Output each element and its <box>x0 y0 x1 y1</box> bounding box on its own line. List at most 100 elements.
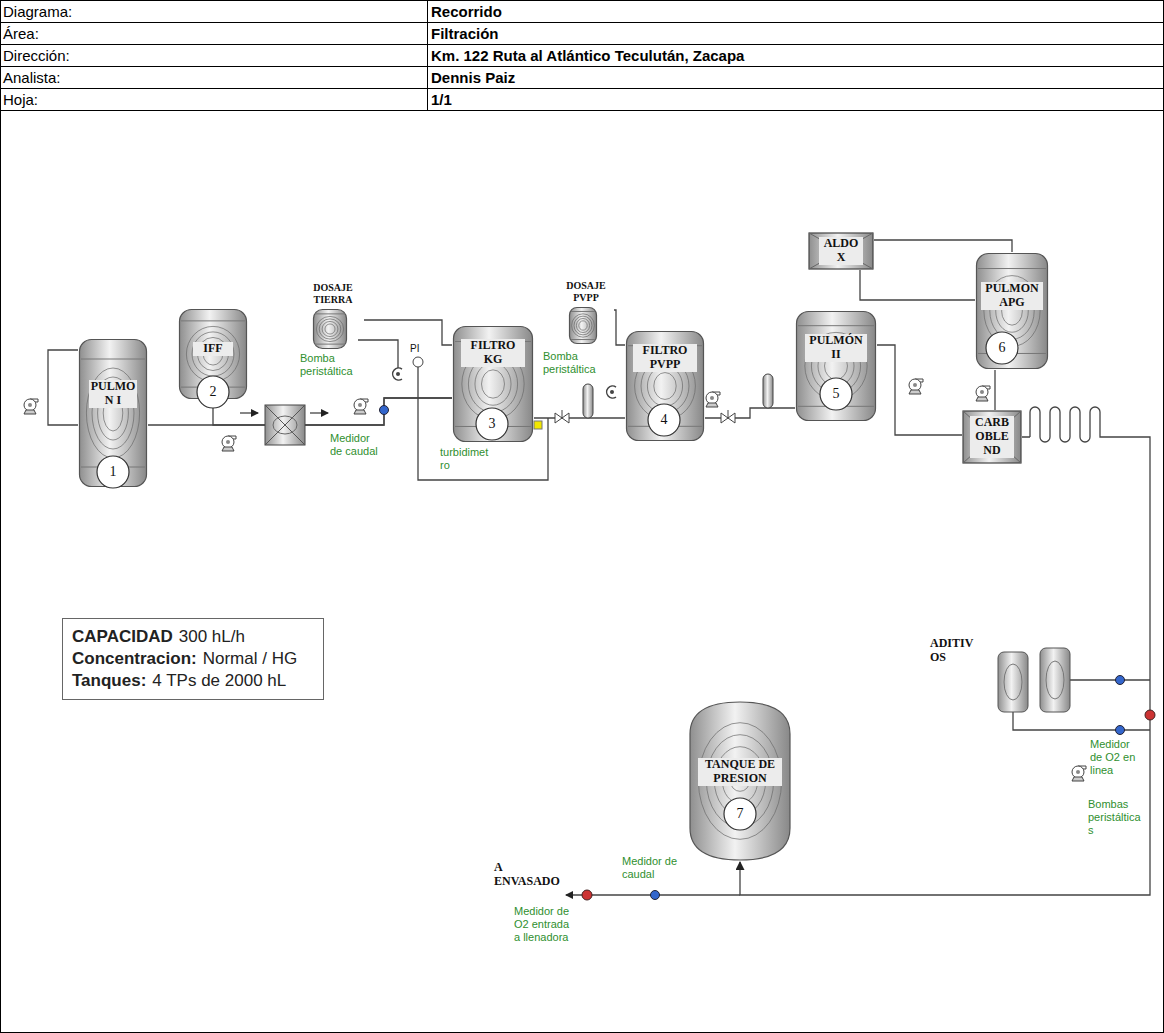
tank-shape <box>571 311 595 312</box>
callout-circle: 7 <box>723 797 757 831</box>
tank: DOSAJE PVPP <box>558 280 614 345</box>
info-value: Normal / HG <box>203 649 297 668</box>
text-holder: 3 <box>475 407 509 441</box>
callout-number: 4 <box>661 413 668 427</box>
instrument-label: turbidimet ro <box>440 446 495 472</box>
tank-shape <box>319 319 341 339</box>
info-key: Concentracion: <box>72 649 197 668</box>
info-key: CAPACIDAD <box>72 627 173 646</box>
tank-shape <box>978 268 1046 269</box>
pump-symbol <box>222 436 236 451</box>
tank-shape <box>181 320 245 321</box>
tank: IFF 2 <box>178 308 248 400</box>
flow-label: ADITIV OS <box>930 636 982 664</box>
info-key: Tanques: <box>72 671 146 690</box>
additive-tank <box>1046 661 1064 699</box>
header-grid <box>0 1032 1164 1033</box>
tank: PULMÓN II 5 <box>795 310 877 422</box>
tank-shape <box>574 316 592 335</box>
tank-shape <box>571 339 595 340</box>
tank-shape <box>475 363 511 405</box>
header-key: Analista: <box>3 69 61 86</box>
unit-box-shape <box>963 411 1021 463</box>
flow-label: A ENVASADO <box>494 860 566 888</box>
text-holder: 2 <box>196 375 230 409</box>
callout-number: 2 <box>210 385 217 399</box>
filter-box <box>265 405 305 445</box>
header-value: 1/1 <box>431 91 452 108</box>
additive-tank <box>1040 648 1070 712</box>
tank-label: PULMON APG <box>981 282 1043 310</box>
tank-shape <box>192 332 234 376</box>
tank-shape <box>579 321 587 330</box>
tank-shape <box>572 314 595 337</box>
tank-shape <box>797 312 876 421</box>
header-key: Diagrama: <box>3 3 72 20</box>
additive-tank <box>1004 664 1022 700</box>
tank-shape <box>570 308 597 344</box>
filter-box <box>265 405 305 445</box>
text-holder: PULMO N I <box>78 380 148 408</box>
tank-shape <box>80 340 147 487</box>
tank-label: ALDO X <box>819 237 863 265</box>
header-key: Dirección: <box>3 47 70 64</box>
pipe-connector <box>860 270 975 300</box>
callout-circle: 5 <box>819 377 853 411</box>
unit-box-shape <box>809 233 873 269</box>
header-grid <box>427 0 428 110</box>
header-grid <box>1163 0 1164 1033</box>
sight-tube <box>583 384 593 418</box>
tank-shape <box>180 310 247 399</box>
pipe-connector <box>614 310 625 345</box>
header-grid <box>0 44 1164 45</box>
callout-number: 5 <box>833 387 840 401</box>
unit-box: CARB OBLE ND <box>962 410 1022 464</box>
peristaltic-pump <box>393 368 402 380</box>
unit-box-shape <box>809 233 873 269</box>
additive-tank <box>998 648 1070 712</box>
tank-shape <box>315 313 345 314</box>
tank: PULMON APG6 <box>975 252 1049 370</box>
text-holder: CARB OBLE ND <box>962 410 1022 464</box>
tank-shape <box>86 368 139 458</box>
instrument-label: Medidor de caudal <box>622 855 682 881</box>
callout-number: 7 <box>737 807 744 821</box>
info-line: Tanques:4 TPs de 2000 hL <box>72 670 314 692</box>
info-line: CAPACIDAD300 hL/h <box>72 626 314 648</box>
tank-shape <box>314 310 347 349</box>
tank-heading: DOSAJE PVPP <box>561 280 611 303</box>
text-holder: PULMÓN II <box>795 334 877 362</box>
tank-shape <box>977 254 1048 369</box>
unit-box-shape <box>963 411 1021 463</box>
header-value: Filtración <box>431 25 499 42</box>
unit-box: ALDO X <box>808 232 874 270</box>
header-grid <box>0 22 1164 23</box>
text-holder: FILTRO KG <box>452 339 534 367</box>
instrument <box>380 406 389 415</box>
text-holder: 1 <box>96 455 130 489</box>
pipe-connector <box>994 370 995 410</box>
callout-circle: 4 <box>647 403 681 437</box>
header-key: Área: <box>3 25 39 42</box>
tank-shape <box>627 332 704 441</box>
pipe-connector <box>877 345 962 435</box>
instrument-label: Bomba peristáltica <box>300 352 366 378</box>
filter-box <box>265 405 305 445</box>
tank-label: IFF <box>193 342 233 356</box>
info-line: Concentracion: Normal / HG <box>72 648 314 670</box>
tank-shape <box>186 326 239 381</box>
tank-shape <box>690 702 790 860</box>
tank-shape <box>315 344 345 345</box>
tank-label: FILTRO PVPP <box>633 344 697 372</box>
callout-circle-shape <box>97 456 129 488</box>
pipe-connector <box>213 398 452 425</box>
additive-tank <box>998 652 1028 712</box>
cooling-coil <box>1030 407 1112 442</box>
tank-shape <box>81 359 145 360</box>
tank-shape <box>654 373 676 400</box>
instrument-tag: PI <box>410 343 426 355</box>
tank-shape <box>316 316 343 341</box>
